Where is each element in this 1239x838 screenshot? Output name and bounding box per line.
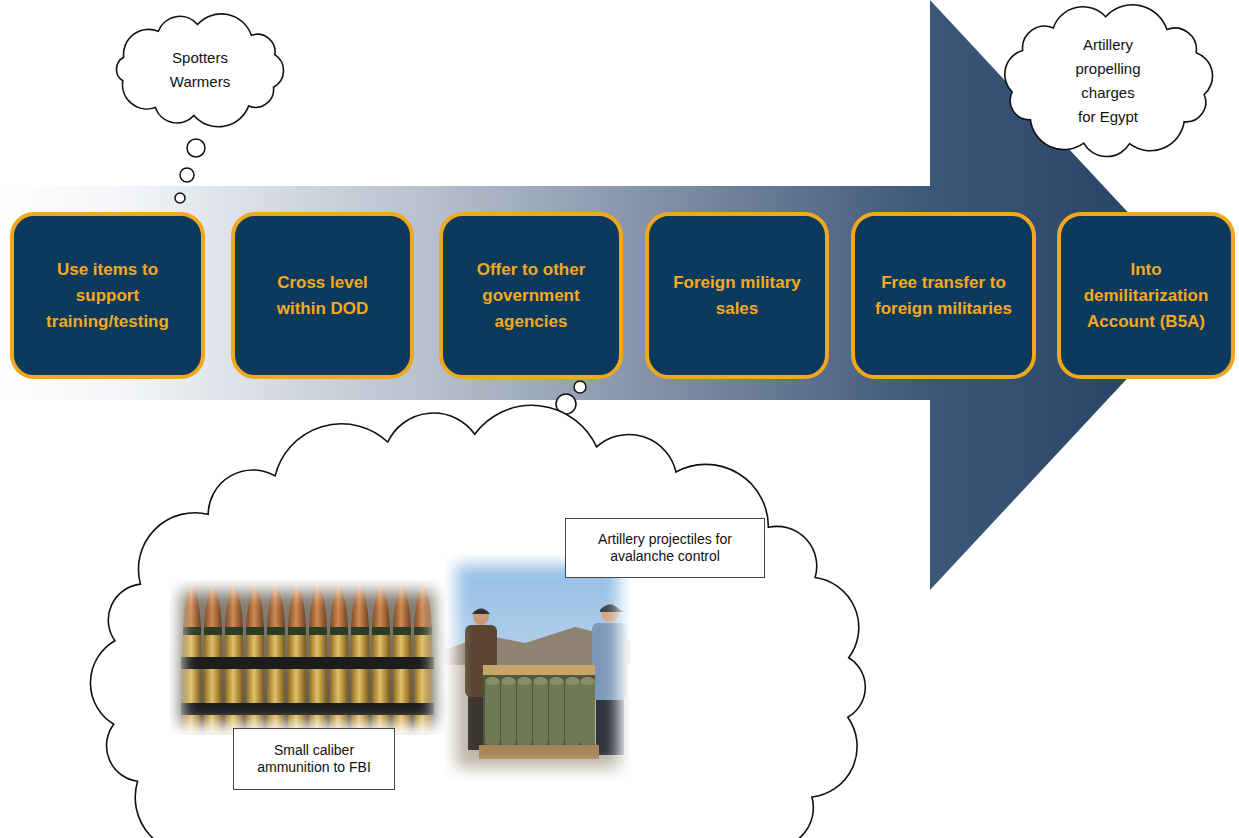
cartridge [223, 583, 245, 733]
process-box: Offer to other government agencies [439, 212, 623, 379]
cloud-outline [994, 0, 1223, 162]
cartridge [328, 583, 350, 733]
cloud-shape [1004, 5, 1212, 157]
cloud-outline [106, 10, 294, 130]
cloud-shape [90, 405, 865, 838]
process-box: Foreign military sales [645, 212, 829, 379]
cartridge [370, 583, 392, 733]
thought-bubble [175, 193, 185, 203]
thought-cloud: SpottersWarmers [106, 10, 294, 130]
cloud-text: Warmers [170, 70, 230, 94]
cloud-text: Artillery propelling charges for Egypt [1071, 33, 1145, 129]
process-label: Offer to other government agencies [461, 257, 601, 335]
cartridge [202, 583, 224, 733]
photo-sky [445, 555, 630, 780]
callout-box: Artillery projectiles for avalanche cont… [565, 518, 765, 578]
cartridge [412, 583, 434, 733]
process-box: Use items to support training/testing [10, 212, 205, 379]
thought-cloud: Artillery propelling charges for Egypt [994, 0, 1223, 162]
cartridge [265, 583, 287, 733]
ammunition-photo [170, 580, 445, 735]
worker-figure [592, 604, 627, 755]
cartridge [181, 583, 203, 733]
callout-box: Small caliber ammunition to FBI [233, 728, 395, 790]
process-label: Use items to support training/testing [38, 257, 178, 335]
process-label: Free transfer to foreign militaries [874, 270, 1014, 322]
process-box: Into demilitarization Account (B5A) [1057, 212, 1235, 379]
process-label: Cross level within DOD [253, 270, 393, 322]
process-label: Into demilitarization Account (B5A) [1076, 257, 1216, 335]
thought-cloud: Artillery projectiles for avalanche cont… [80, 405, 880, 838]
process-box: Free transfer to foreign militaries [851, 212, 1036, 379]
cartridge [286, 583, 308, 733]
callout-text: Small caliber ammunition to FBI [242, 742, 386, 776]
cloud-shape [116, 14, 283, 127]
cloud-text: Spotters [172, 46, 228, 70]
thought-bubble [187, 139, 205, 157]
cartridge [307, 583, 329, 733]
shell-pallet [479, 665, 599, 759]
photo-ground [170, 580, 445, 735]
callout-text: Artillery projectiles for avalanche cont… [574, 531, 756, 565]
thought-bubble [180, 168, 194, 182]
thought-bubble [574, 381, 586, 393]
cartridge [391, 583, 413, 733]
process-box: Cross level within DOD [231, 212, 414, 379]
pallet-photo [445, 555, 630, 780]
cartridge [349, 583, 371, 733]
cartridge [244, 583, 266, 733]
process-label: Foreign military sales [667, 270, 807, 322]
